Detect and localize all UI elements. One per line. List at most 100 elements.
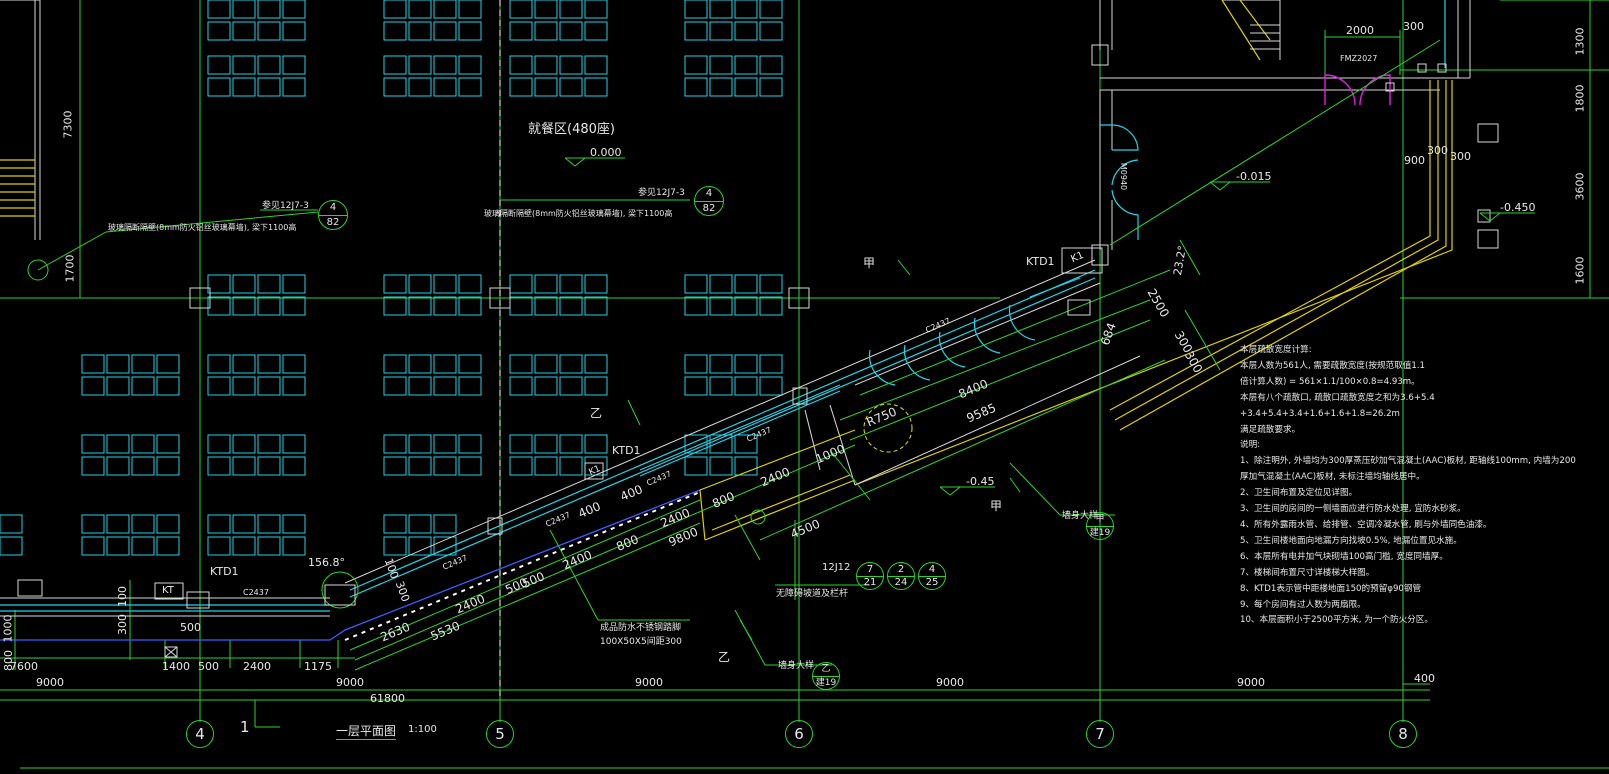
- dining-table: [684, 456, 708, 476]
- diagonal-facade: [0, 39, 1535, 671]
- dining-table: [734, 354, 758, 374]
- dining-table: [759, 0, 783, 19]
- dining-table: [458, 55, 482, 75]
- dining-table: [257, 536, 281, 556]
- dining-table: [534, 0, 558, 19]
- dining-table: [408, 456, 432, 476]
- dining-table: [207, 514, 231, 534]
- dining-table: [408, 77, 432, 97]
- dining-table: [509, 456, 533, 476]
- dining-table: [383, 21, 407, 41]
- dining-table: [232, 376, 256, 396]
- dining-table: [509, 21, 533, 41]
- dining-table: [509, 0, 533, 19]
- dining-table: [734, 274, 758, 294]
- dining-table: [106, 376, 130, 396]
- dining-table: [207, 0, 231, 19]
- dining-table: [257, 456, 281, 476]
- dining-table: [684, 55, 708, 75]
- dining-table: [709, 456, 733, 476]
- dining-table: [534, 77, 558, 97]
- dining-table: [534, 274, 558, 294]
- dining-table: [433, 296, 457, 316]
- dining-table: [684, 274, 708, 294]
- dining-table: [734, 77, 758, 97]
- dining-table: [734, 0, 758, 19]
- dining-table: [156, 434, 180, 454]
- dining-table: [282, 376, 306, 396]
- dining-table: [509, 354, 533, 374]
- dining-table: [458, 0, 482, 19]
- dim-lines: [0, 640, 1609, 769]
- dining-table: [559, 376, 583, 396]
- dining-table: [509, 274, 533, 294]
- dining-table: [131, 536, 155, 556]
- dining-table: [282, 21, 306, 41]
- dining-table: [559, 456, 583, 476]
- dining-table: [759, 77, 783, 97]
- dining-table: [458, 274, 482, 294]
- dining-table: [207, 434, 231, 454]
- dining-table: [433, 0, 457, 19]
- dining-table: [759, 21, 783, 41]
- dining-table: [433, 456, 457, 476]
- dining-table: [433, 77, 457, 97]
- dining-table: [282, 514, 306, 534]
- dining-table: [383, 55, 407, 75]
- dining-table: [509, 376, 533, 396]
- dining-table: [282, 354, 306, 374]
- dining-table: [408, 274, 432, 294]
- dining-table: [458, 296, 482, 316]
- dining-table: [383, 376, 407, 396]
- dining-table: [106, 456, 130, 476]
- dining-table: [433, 514, 457, 534]
- dining-table: [232, 514, 256, 534]
- dining-table: [383, 434, 407, 454]
- dining-table: [709, 296, 733, 316]
- columns: [189, 44, 1499, 309]
- dining-table: [232, 77, 256, 97]
- dining-table: [534, 296, 558, 316]
- dining-table: [207, 274, 231, 294]
- dining-table: [383, 0, 407, 19]
- dining-table: [734, 21, 758, 41]
- dining-table: [156, 536, 180, 556]
- dining-table: [106, 434, 130, 454]
- dining-table: [257, 77, 281, 97]
- dining-table: [282, 536, 306, 556]
- dining-table: [559, 21, 583, 41]
- dining-table: [207, 376, 231, 396]
- dining-table: [383, 296, 407, 316]
- dining-table: [106, 354, 130, 374]
- top-right-room: [1099, 0, 1471, 250]
- dining-table: [684, 376, 708, 396]
- dining-table: [433, 354, 457, 374]
- dining-table: [207, 536, 231, 556]
- dining-table: [282, 296, 306, 316]
- dining-table: [257, 354, 281, 374]
- dining-table: [282, 456, 306, 476]
- dining-table: [559, 77, 583, 97]
- dining-table: [81, 354, 105, 374]
- left-stair: [0, 0, 49, 281]
- dining-table: [734, 434, 758, 454]
- dining-table: [383, 274, 407, 294]
- dining-table: [408, 55, 432, 75]
- dining-table: [232, 21, 256, 41]
- dining-table: [584, 274, 608, 294]
- dining-table: [759, 376, 783, 396]
- dining-table: [232, 354, 256, 374]
- dining-table: [534, 55, 558, 75]
- dining-table: [458, 456, 482, 476]
- dining-table: [207, 456, 231, 476]
- dining-table: [81, 456, 105, 476]
- dining-table: [433, 434, 457, 454]
- dining-table: [131, 376, 155, 396]
- dining-table: [509, 55, 533, 75]
- dining-table: [383, 354, 407, 374]
- dining-table: [433, 274, 457, 294]
- dining-table: [408, 514, 432, 534]
- dining-table: [759, 354, 783, 374]
- dining-table: [408, 434, 432, 454]
- dining-table: [709, 354, 733, 374]
